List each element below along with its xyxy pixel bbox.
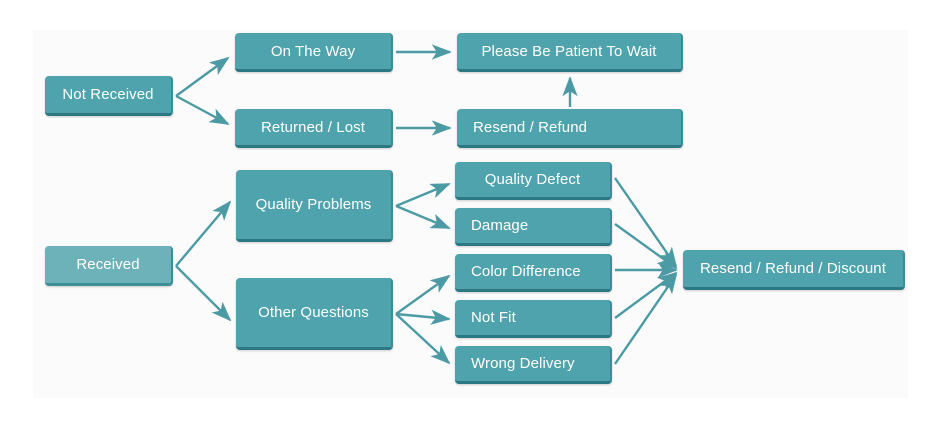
node-please-be-patient-to-wait[interactable]: Please Be Patient To Wait — [457, 33, 683, 72]
node-color-difference[interactable]: Color Difference — [455, 254, 612, 292]
node-on-the-way[interactable]: On The Way — [235, 33, 393, 72]
node-damage[interactable]: Damage — [455, 208, 612, 246]
node-wrong-delivery[interactable]: Wrong Delivery — [455, 346, 612, 384]
node-quality-problems[interactable]: Quality Problems — [236, 170, 393, 242]
node-returned-lost[interactable]: Returned / Lost — [235, 109, 393, 148]
node-resend-refund[interactable]: Resend / Refund — [457, 109, 683, 148]
node-final-outcome[interactable]: Resend / Refund / Discount — [683, 250, 905, 290]
node-received[interactable]: Received — [45, 246, 173, 286]
node-not-received[interactable]: Not Received — [45, 76, 173, 116]
node-not-fit[interactable]: Not Fit — [455, 300, 612, 338]
node-other-questions[interactable]: Other Questions — [236, 278, 393, 350]
node-quality-defect[interactable]: Quality Defect — [455, 162, 612, 200]
